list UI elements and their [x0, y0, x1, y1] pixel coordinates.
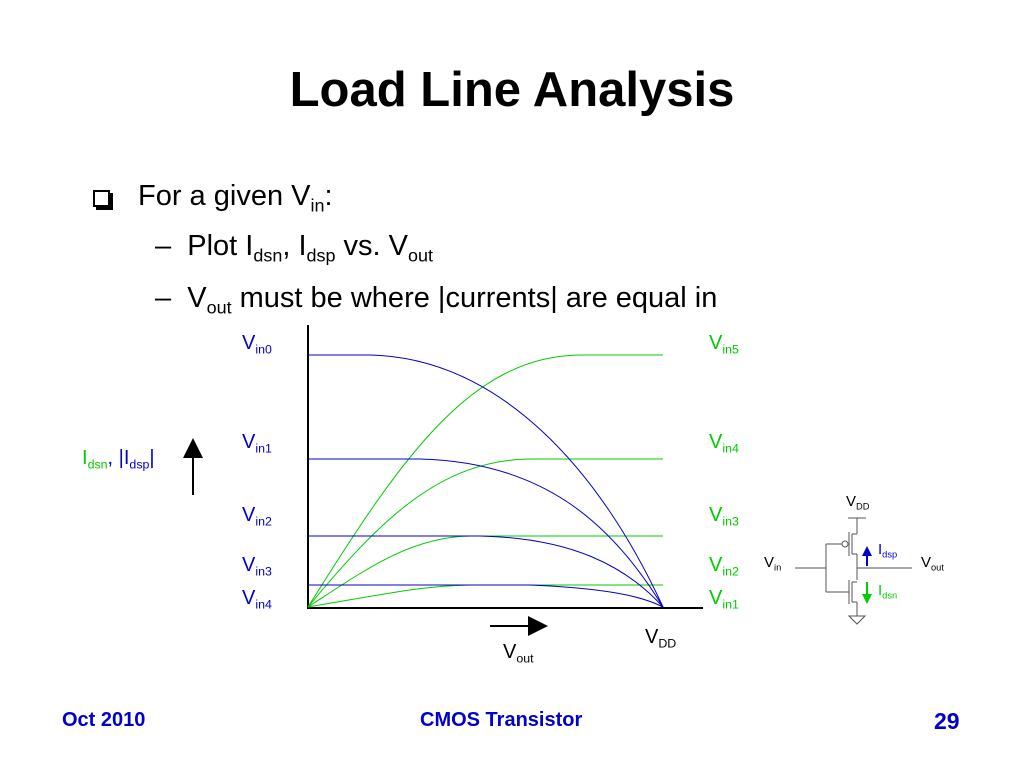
right-arrow-icon — [528, 616, 548, 636]
bullet-vout-where-equal: – Vout must be where |currents| are equa… — [155, 282, 718, 318]
nmos-curve-vin1 — [307, 584, 663, 608]
left-label-vin0: Vin0 — [242, 332, 272, 357]
nmos-curve-vin2 — [307, 535, 663, 608]
right-label-vin4: Vin4 — [709, 431, 739, 456]
right-label-vin5: Vin5 — [709, 332, 739, 357]
circuit-idsp-label: Idsp — [878, 541, 898, 560]
pmos-curve-vin0 — [308, 354, 664, 608]
slide-title: Load Line Analysis — [289, 63, 735, 117]
bullet-for-a-given-vin: For a given Vin: — [138, 180, 333, 216]
idsn-arrow-icon — [862, 594, 872, 604]
circuit-vdd-label: VDD — [846, 493, 870, 512]
right-label-vin1: Vin1 — [709, 587, 739, 612]
circuit-idsn-label: Idsn — [878, 582, 898, 601]
up-arrow-icon — [183, 438, 203, 458]
circuit-vout-label: Vout — [921, 554, 944, 573]
vout-axis-label: Vout — [503, 641, 534, 666]
checkbox-bullet-icon — [93, 190, 110, 207]
pmos-curve-vin2 — [308, 535, 664, 608]
bullet-plot-currents: – Plot Idsn, Idsp vs. Vout — [155, 230, 433, 266]
left-label-vin3: Vin3 — [242, 554, 272, 579]
circuit-vin-label: Vin — [764, 554, 782, 573]
footer-title: CMOS Transistor — [420, 709, 583, 731]
nmos-curve-vin3 — [307, 458, 663, 608]
left-label-vin1: Vin1 — [242, 431, 272, 456]
footer-date: Oct 2010 — [62, 709, 146, 731]
right-label-vin2: Vin2 — [709, 554, 739, 579]
page-number: 29 — [934, 708, 960, 734]
inverter-schematic — [795, 517, 912, 625]
current-axis-label: Idsn, |Idsp| — [82, 447, 155, 472]
left-label-vin2: Vin2 — [242, 504, 272, 529]
pmos-curve-vin1 — [308, 458, 664, 608]
left-label-vin4: Vin4 — [242, 587, 272, 612]
right-label-vin3: Vin3 — [709, 504, 739, 529]
nmos-curve-vin4 — [307, 354, 663, 608]
pmos-curve-vin3 — [308, 584, 664, 608]
vdd-axis-label: VDD — [645, 626, 677, 651]
idsp-arrow-icon — [862, 546, 872, 556]
